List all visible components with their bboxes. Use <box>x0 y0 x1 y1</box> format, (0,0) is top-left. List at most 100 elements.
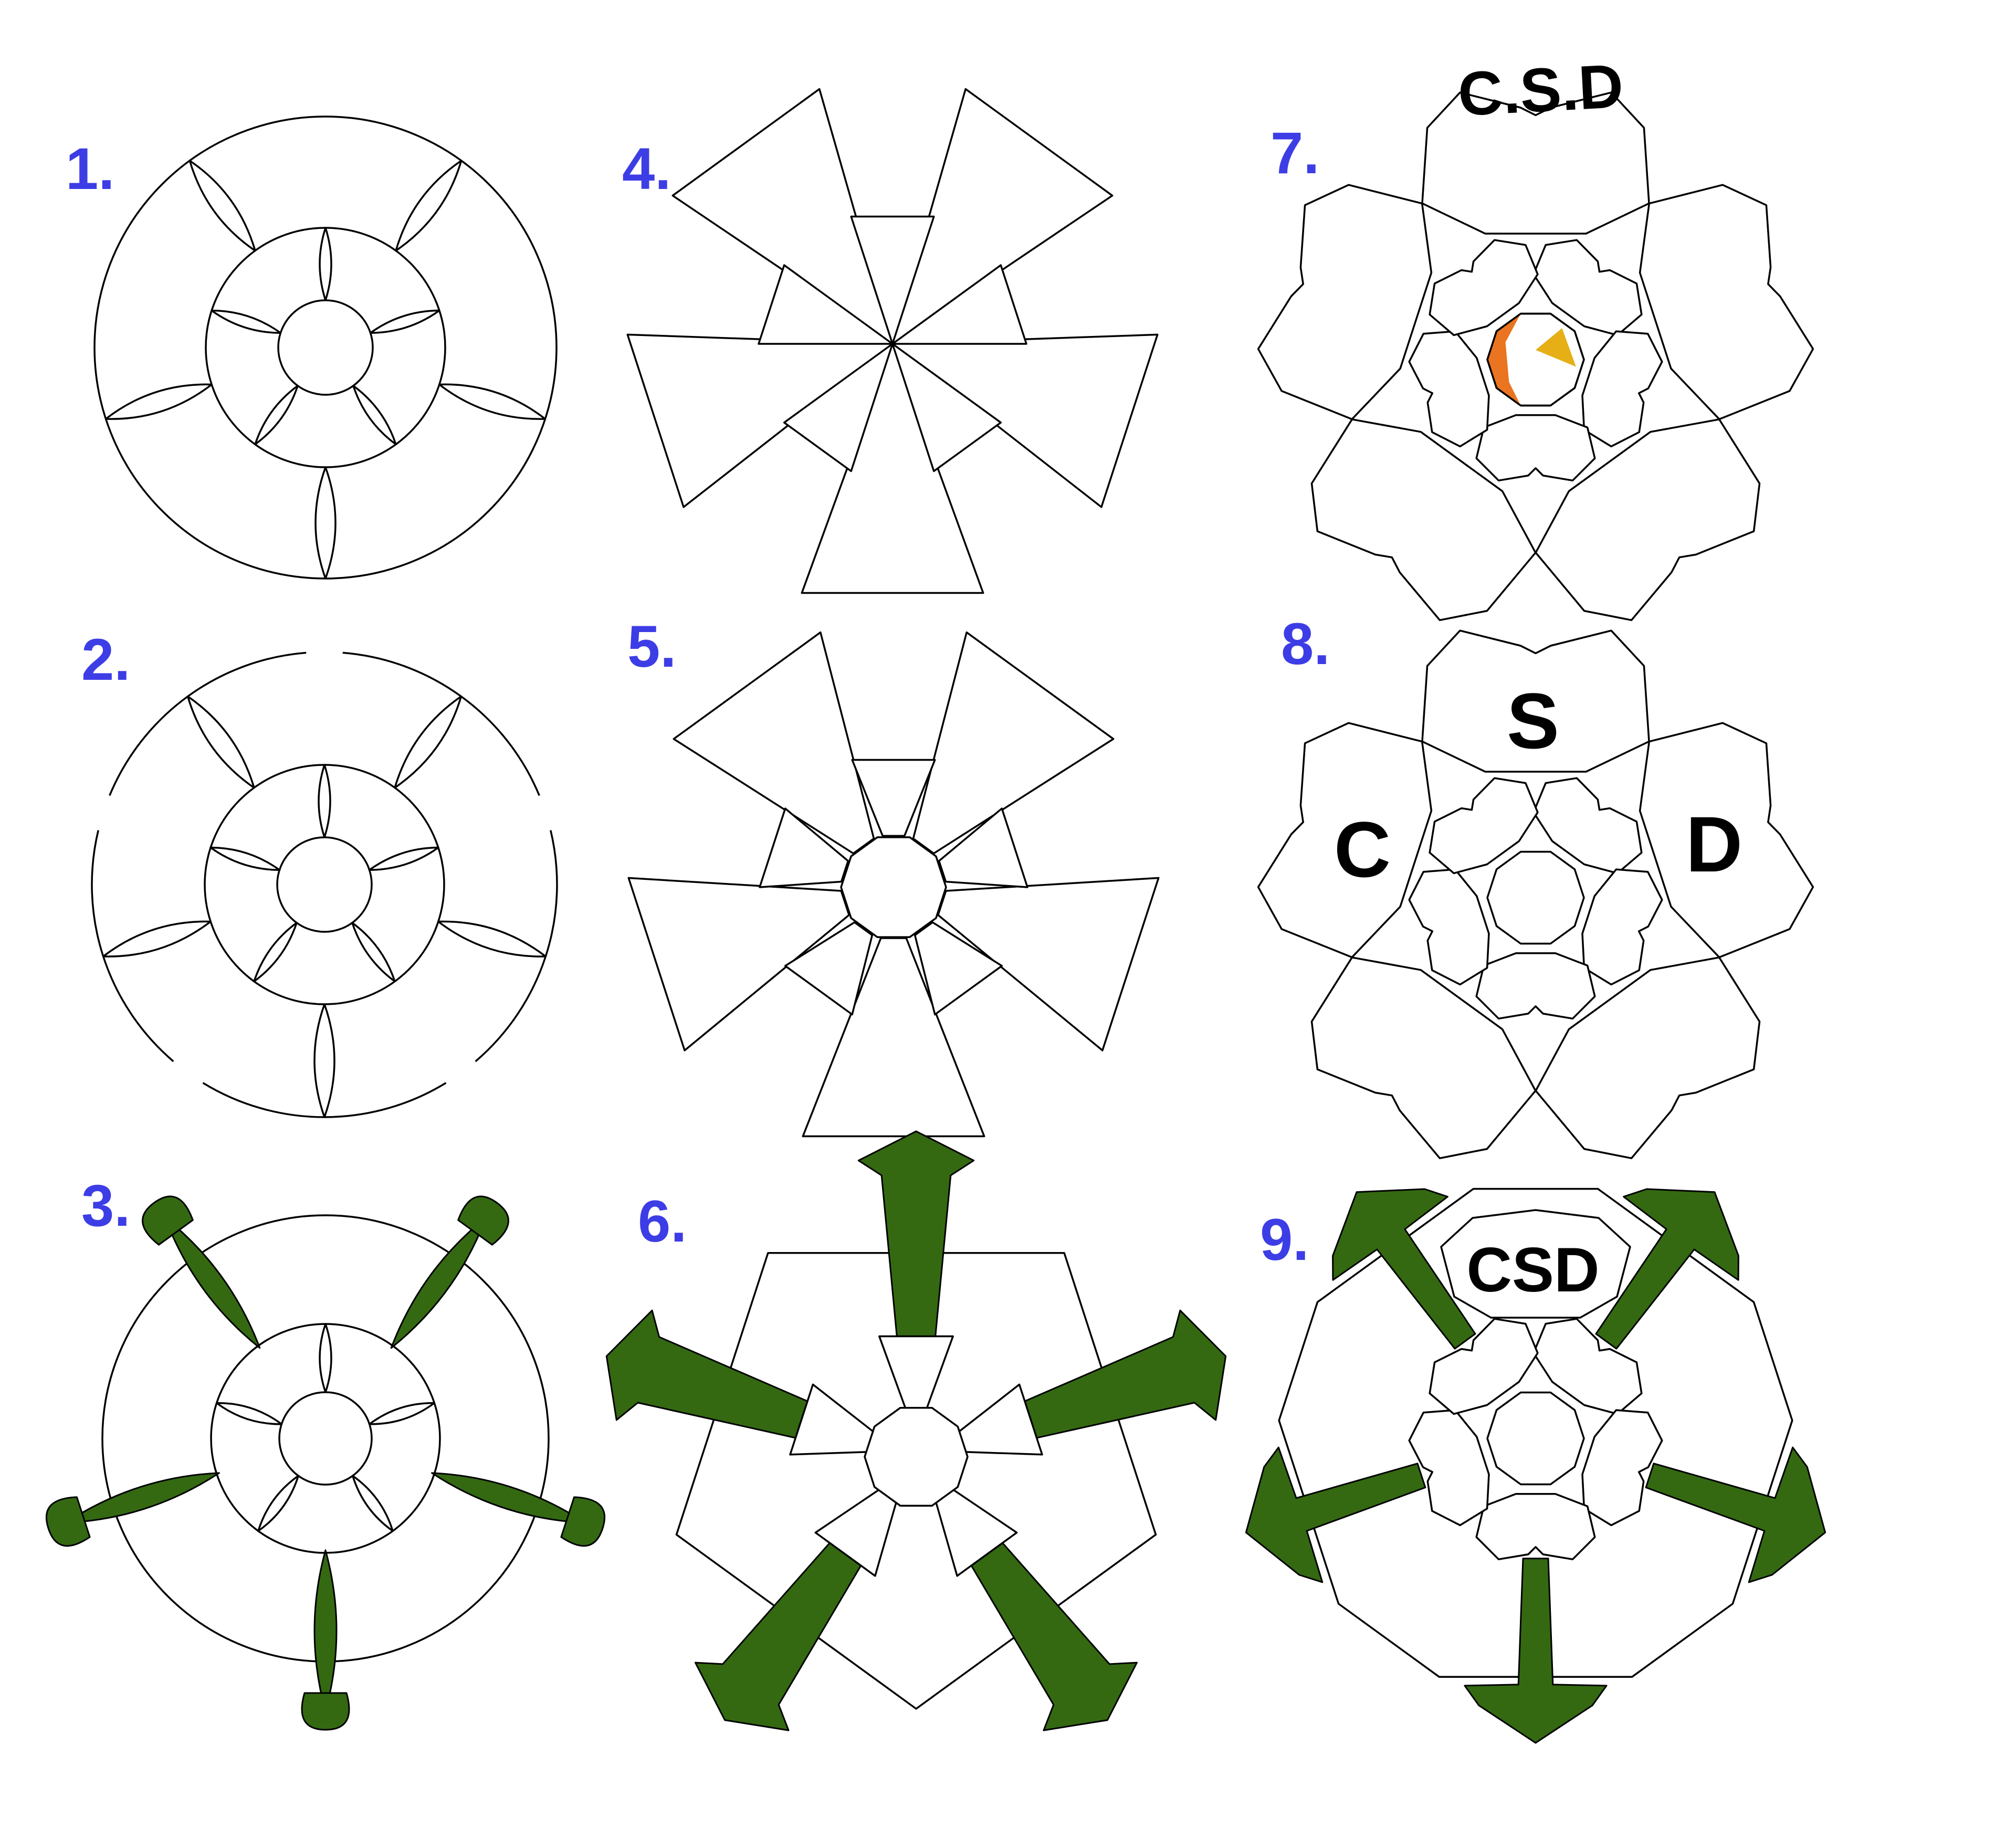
leaf-tip <box>560 1496 606 1547</box>
inner-petal <box>1532 239 1643 337</box>
small-triangle <box>850 215 935 345</box>
panel-label-3: 3. <box>81 1173 130 1238</box>
outer-petal <box>1310 418 1537 622</box>
sepal-lens <box>104 383 213 420</box>
big-triangle <box>802 937 985 1138</box>
leaf-tip <box>457 1195 509 1246</box>
panel-label-4: 4. <box>622 136 671 202</box>
leaf-tip <box>45 1496 91 1547</box>
leaf <box>1332 1188 1476 1350</box>
inner-petal <box>1475 1493 1596 1561</box>
center-decagon <box>840 836 947 938</box>
small-triangle <box>914 921 1003 1016</box>
outer-petal <box>1639 184 1814 420</box>
outer-petal <box>1257 184 1433 420</box>
panel-7-polygon-rose <box>1257 91 1814 622</box>
inner-petal-lens <box>257 1475 300 1532</box>
leaf <box>1595 1188 1739 1350</box>
leaf <box>1245 1446 1426 1583</box>
inner-petal-lens <box>215 1402 283 1425</box>
small-triangle <box>783 343 894 472</box>
leaf-tip <box>142 1195 194 1246</box>
leaf <box>1464 1558 1608 1744</box>
inner-petal <box>1532 1318 1643 1415</box>
leaf <box>1645 1446 1826 1583</box>
inner-petal <box>1429 239 1539 337</box>
panel-label-2: 2. <box>81 627 130 692</box>
inner-petal <box>1581 868 1663 986</box>
panel-label-1: 1. <box>66 136 114 202</box>
inner-petal-lens <box>351 1475 394 1532</box>
inner-petal <box>1408 868 1490 986</box>
outer-petal <box>1639 722 1814 959</box>
inner-petal <box>1429 1318 1539 1415</box>
sepal-lens <box>314 466 337 580</box>
panel-5-triangle-star-decagon <box>627 631 1160 1138</box>
panel-label-6: 6. <box>638 1189 687 1254</box>
small-triangle <box>891 264 1027 345</box>
sepal-lens <box>438 383 547 420</box>
panel-label-8: 8. <box>1281 611 1330 677</box>
inner-petal <box>1408 1409 1490 1527</box>
panel-4-triangle-star <box>626 88 1159 594</box>
inner-petal-lens <box>319 1323 332 1393</box>
sepal-lens <box>394 695 463 789</box>
inner-petal-lens <box>351 922 396 983</box>
inner-petal-lens <box>318 764 331 838</box>
inner-petal-lens <box>352 385 397 446</box>
panel-label-7: 7. <box>1270 120 1319 186</box>
seed-center <box>278 1391 373 1486</box>
big-triangle <box>673 631 875 855</box>
panel-8-letter-c: C <box>1334 805 1391 893</box>
sepal-lens <box>313 1003 335 1118</box>
inner-circle <box>277 299 374 396</box>
sepal-lens <box>188 160 256 252</box>
panel-8-letter-d: D <box>1686 800 1742 888</box>
panel-9-caption: CSD <box>1466 1235 1599 1305</box>
outer-petal <box>1421 629 1650 773</box>
inner-circle <box>276 836 373 933</box>
seed-outline <box>1486 312 1585 407</box>
panel-label-5: 5. <box>627 614 676 679</box>
center-decagon <box>1486 850 1585 945</box>
small-triangle <box>758 264 894 345</box>
seed-center <box>864 1407 969 1507</box>
panel-8-letter-s: S <box>1507 677 1559 765</box>
panel-label-9: 9. <box>1260 1207 1309 1273</box>
inner-petal <box>1475 414 1596 482</box>
panel-3-leafed-circle-rose <box>45 1195 606 1731</box>
inner-petal <box>1581 330 1663 448</box>
seed-center <box>1486 1391 1585 1486</box>
inner-petal <box>1532 777 1643 875</box>
outer-petal <box>1421 91 1650 235</box>
sepal-lens <box>395 160 463 252</box>
big-triangle <box>937 877 1160 1052</box>
small-triangle <box>938 807 1028 888</box>
outer-petal <box>1535 956 1761 1160</box>
small-triangle <box>891 343 1002 472</box>
inner-petal <box>1475 952 1596 1020</box>
small-triangle <box>851 759 936 837</box>
inner-petal <box>1429 777 1539 875</box>
small-triangle <box>759 807 849 888</box>
small-triangle <box>784 921 874 1016</box>
panel-9-final-badge <box>1245 1187 1826 1744</box>
leaf-tip <box>301 1692 350 1731</box>
inner-petal-lens <box>369 309 440 334</box>
panel-8-lettered-rose <box>1257 629 1814 1160</box>
inner-petal-lens <box>253 922 298 983</box>
seed-highlight <box>1536 328 1576 367</box>
inner-petal <box>1408 330 1490 448</box>
sepal-lens <box>186 695 255 789</box>
panel-1-circle-rose <box>93 115 558 580</box>
sepal-lens <box>102 920 212 958</box>
inner-petal-lens <box>254 385 299 446</box>
big-triangle <box>627 877 850 1052</box>
inner-petal <box>1581 1409 1663 1527</box>
inner-petal-lens <box>368 1402 436 1425</box>
inner-petal-lens <box>368 846 439 871</box>
outer-petal <box>1257 722 1433 959</box>
inner-petal-lens <box>319 227 332 301</box>
panel-7-caption: C.S.D <box>1456 51 1625 129</box>
